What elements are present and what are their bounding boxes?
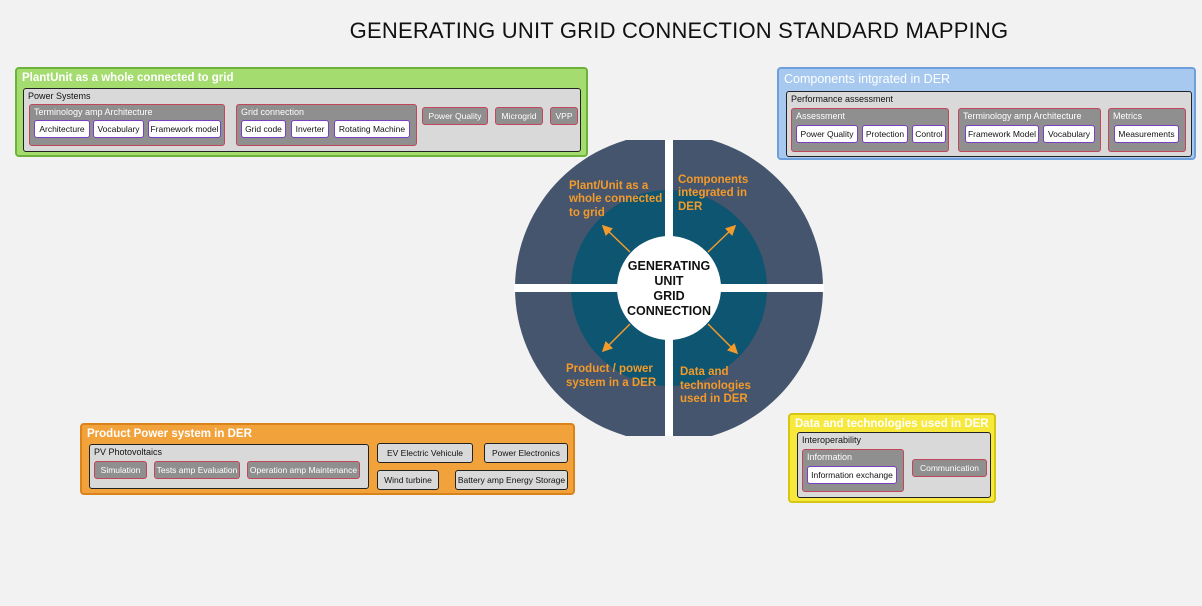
q3-line-2: system in a DER	[566, 377, 657, 389]
chip-vpp[interactable]: VPP	[550, 107, 578, 125]
chip-battery[interactable]: Battery amp Energy Storage	[455, 470, 568, 490]
panel-title: PlantUnit as a whole connected to grid	[22, 72, 234, 84]
page-title: GENERATING UNIT GRID CONNECTION STANDARD…	[349, 18, 1009, 43]
arrow-q1	[601, 224, 631, 253]
chip-power-quality[interactable]: Power Quality	[422, 107, 488, 125]
chip-measurements[interactable]: Measurements	[1114, 125, 1179, 143]
group-pv: PV Photovoltaics Simulation Tests amp Ev…	[89, 444, 369, 489]
chip-wind-turbine[interactable]: Wind turbine	[377, 470, 439, 490]
arrow-q2	[707, 224, 737, 253]
q4-line-3: used in DER	[680, 393, 748, 405]
q1-line-1: Plant/Unit as a	[569, 180, 649, 192]
sub-terminology: Terminology amp Architecture Framework M…	[958, 108, 1101, 152]
chip-control[interactable]: Control	[912, 125, 946, 143]
chip-ev[interactable]: EV Electric Vehicule	[377, 443, 473, 463]
panel-title: Components intgrated in DER	[784, 72, 951, 86]
panel-title: Product Power system in DER	[87, 428, 252, 440]
sub-label: Terminology amp Architecture	[34, 107, 153, 117]
center-line-3: GRID	[653, 289, 684, 303]
arrow-q4	[707, 323, 739, 355]
chip-microgrid[interactable]: Microgrid	[495, 107, 543, 125]
chip-power-quality[interactable]: Power Quality	[796, 125, 858, 143]
sub-label: Grid connection	[241, 107, 305, 117]
group-label: PV Photovoltaics	[94, 447, 163, 457]
panel-components: Components intgrated in DER Performance …	[777, 67, 1196, 160]
chip-vocabulary[interactable]: Vocabulary	[1043, 125, 1095, 143]
chip-architecture[interactable]: Architecture	[34, 120, 90, 138]
sub-terminology: Terminology amp Architecture Architectur…	[29, 104, 225, 146]
sub-label: Assessment	[796, 111, 846, 121]
panel-plant-unit: PlantUnit as a whole connected to grid P…	[15, 67, 588, 157]
sub-metrics: Metrics Measurements	[1108, 108, 1186, 152]
wheel-center	[617, 236, 721, 340]
sub-grid-connection: Grid connection Grid code Inverter Rotat…	[236, 104, 417, 146]
q2-line-1: Components	[678, 174, 748, 186]
chip-vocabulary[interactable]: Vocabulary	[93, 120, 144, 138]
chip-framework-model[interactable]: Framework Model	[965, 125, 1039, 143]
sub-label: Information	[807, 452, 853, 462]
q2-line-3: DER	[678, 201, 703, 213]
q1-line-2: whole connected	[568, 193, 662, 205]
chip-operation-maintenance[interactable]: Operation amp Maintenance	[247, 461, 360, 479]
sub-label: Terminology amp Architecture	[963, 111, 1082, 121]
center-line-2: UNIT	[654, 274, 684, 288]
panel-title: Data and technologies used in DER	[795, 418, 989, 430]
arrow-q3	[601, 323, 631, 353]
chip-grid-code[interactable]: Grid code	[241, 120, 286, 138]
central-wheel: GENERATING UNIT GRID CONNECTION Plant/Un…	[514, 140, 824, 436]
center-line-4: CONNECTION	[627, 304, 711, 318]
group-label: Power Systems	[28, 91, 91, 101]
group-power-systems: Power Systems Terminology amp Architectu…	[23, 88, 581, 152]
chip-framework-model[interactable]: Framework model	[148, 120, 221, 138]
sub-assessment: Assessment Power Quality Protection Cont…	[791, 108, 949, 152]
q4-line-1: Data and	[680, 366, 729, 378]
panel-data-tech: Data and technologies used in DER Intero…	[788, 413, 996, 503]
chip-information-exchange[interactable]: Information exchange	[807, 466, 897, 484]
chip-protection[interactable]: Protection	[862, 125, 908, 143]
group-label: Interoperability	[802, 435, 862, 445]
sub-information: Information Information exchange	[802, 449, 904, 492]
chip-rotating-machine[interactable]: Rotating Machine	[334, 120, 410, 138]
sub-label: Metrics	[1113, 111, 1142, 121]
chip-simulation[interactable]: Simulation	[94, 461, 147, 479]
q4-line-2: technologies	[680, 380, 751, 392]
q2-line-2: integrated in	[678, 187, 747, 199]
panel-product-power: Product Power system in DER PV Photovolt…	[80, 423, 575, 495]
chip-communication[interactable]: Communication	[912, 459, 987, 477]
group-interoperability: Interoperability Information Information…	[797, 432, 991, 498]
q1-line-3: to grid	[569, 207, 605, 219]
center-line-1: GENERATING	[628, 259, 710, 273]
chip-tests-evaluation[interactable]: Tests amp Evaluation	[154, 461, 240, 479]
q3-line-1: Product / power	[566, 363, 653, 375]
group-label: Performance assessment	[791, 94, 894, 104]
chip-power-electronics[interactable]: Power Electronics	[484, 443, 568, 463]
chip-inverter[interactable]: Inverter	[291, 120, 329, 138]
group-performance-assessment: Performance assessment Assessment Power …	[786, 91, 1192, 157]
